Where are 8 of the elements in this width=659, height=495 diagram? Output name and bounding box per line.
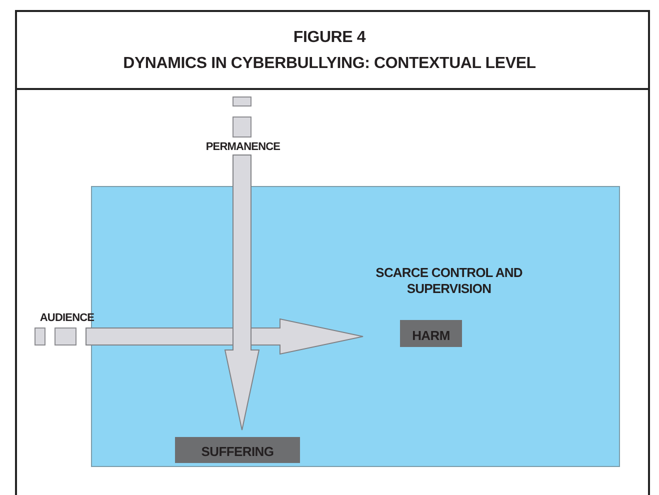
block-arrow — [86, 318, 364, 355]
factor-label: PERMANENCE — [202, 141, 284, 155]
outcome-box: SUFFERING — [175, 437, 300, 463]
panel-heading: SCARCE CONTROL AND SUPERVISION — [374, 265, 524, 296]
figure-number: FIGURE 4 — [292, 29, 367, 47]
outcome-box: HARM — [400, 320, 462, 347]
figure-title: DYNAMICS IN CYBERBULLYING: CONTEXTUAL LEVEL — [122, 55, 537, 73]
block-arrow — [224, 154, 260, 430]
